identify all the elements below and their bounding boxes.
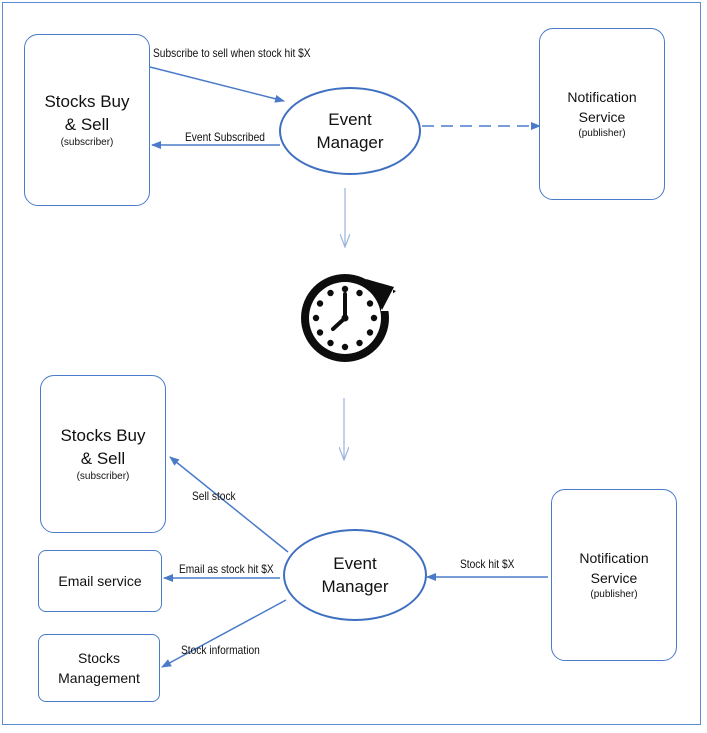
top-event-manager-line2: Manager — [316, 133, 384, 152]
label-email-as-stock-hit: Email as stock hit $X — [179, 562, 274, 576]
bottom-event-manager-line2: Manager — [321, 577, 389, 596]
stocks-management-line2: Management — [58, 670, 140, 686]
stocks-management-box: Stocks Management — [38, 634, 160, 702]
top-event-manager-line1: Event — [328, 110, 372, 129]
stocks-management-line1: Stocks — [77, 650, 120, 666]
top-subscriber-box: Stocks Buy & Sell (subscriber) — [24, 34, 150, 206]
label-sell-stock: Sell stock — [192, 489, 236, 503]
arrow-stock-information — [161, 599, 287, 668]
bottom-subscriber-role: (subscriber) — [76, 471, 130, 482]
label-stock-hit: Stock hit $X — [460, 557, 515, 571]
bottom-publisher-role: (publisher) — [590, 589, 638, 600]
bottom-subscriber-box: Stocks Buy & Sell (subscriber) — [40, 375, 166, 533]
top-publisher-role: (publisher) — [578, 128, 626, 139]
bottom-publisher-line2: Service — [590, 570, 638, 586]
bottom-publisher-box: Notification Service (publisher) — [551, 489, 677, 661]
top-publisher-box: Notification Service (publisher) — [539, 28, 665, 200]
label-subscribe: Subscribe to sell when stock hit $X — [153, 46, 311, 60]
email-service-label: Email service — [58, 573, 142, 589]
bottom-subscriber-title-1: Stocks Buy — [60, 426, 146, 445]
arrow-sell-stock — [169, 456, 289, 553]
arrow-subscribe — [149, 66, 285, 103]
top-subscriber-role: (subscriber) — [60, 137, 114, 148]
top-event-manager: Event Manager — [279, 87, 421, 175]
label-event-subscribed: Event Subscribed — [185, 130, 265, 144]
email-service-box: Email service — [38, 550, 162, 612]
bottom-subscriber-title-2: & Sell — [80, 449, 126, 468]
bottom-event-manager-line1: Event — [333, 554, 377, 573]
clock-refresh-icon — [301, 274, 396, 362]
diagram-frame — [2, 2, 701, 725]
top-subscriber-title-2: & Sell — [64, 115, 110, 134]
bottom-publisher-line1: Notification — [579, 550, 649, 566]
top-subscriber-title-1: Stocks Buy — [44, 92, 130, 111]
top-publisher-line2: Service — [578, 109, 626, 125]
bottom-event-manager: Event Manager — [283, 529, 427, 621]
label-stock-information: Stock information — [181, 643, 260, 657]
top-publisher-line1: Notification — [567, 89, 637, 105]
